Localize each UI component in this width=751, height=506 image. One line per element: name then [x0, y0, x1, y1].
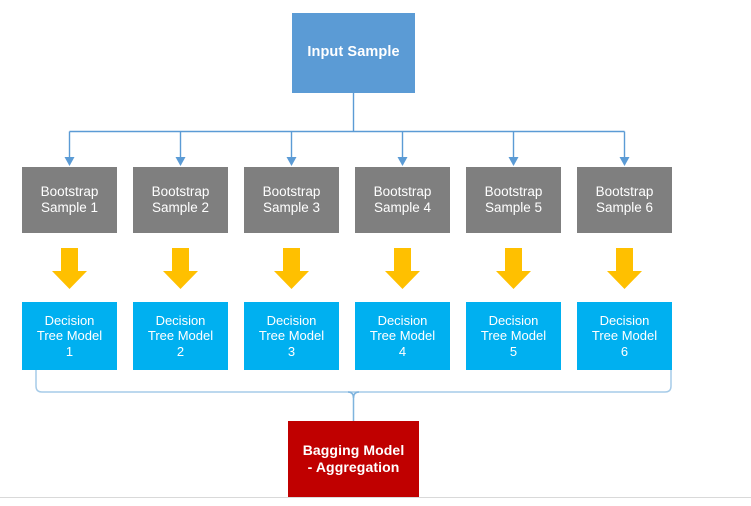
- arrow-down-icon-4: [385, 248, 420, 289]
- decision-tree-box-6: Decision Tree Model 6: [577, 302, 672, 370]
- arrow-down-icon-3: [274, 248, 309, 289]
- input-sample-label: Input Sample: [307, 44, 400, 61]
- decision-tree-label-line3: 3: [287, 343, 296, 359]
- drop-line-1: [64, 131, 75, 166]
- footer-divider: [0, 497, 751, 498]
- bootstrap-sample-label-line2: Sample 5: [484, 200, 543, 215]
- aggregation-bus-line: [35, 370, 672, 393]
- decision-tree-label-line2: Tree Model: [369, 328, 436, 344]
- bootstrap-sample-label-line2: Sample 6: [595, 200, 654, 215]
- decision-tree-label-line2: Tree Model: [591, 328, 658, 344]
- bootstrap-sample-label-line2: Sample 2: [151, 200, 210, 215]
- decision-tree-label-line1: Decision: [488, 313, 539, 328]
- decision-tree-box-5: Decision Tree Model 5: [466, 302, 561, 370]
- drop-line-4: [397, 131, 408, 166]
- decision-tree-label-line3: 5: [509, 343, 518, 359]
- decision-tree-box-4: Decision Tree Model 4: [355, 302, 450, 370]
- decision-tree-label-line1: Decision: [155, 313, 206, 328]
- decision-tree-box-1: Decision Tree Model 1: [22, 302, 117, 370]
- bootstrap-sample-box-5: Bootstrap Sample 5: [466, 167, 561, 233]
- aggregation-drop-right: [352, 391, 360, 399]
- bootstrap-sample-label-line1: Bootstrap: [40, 184, 99, 200]
- bootstrap-sample-label-line2: Sample 1: [40, 200, 99, 215]
- arrow-down-icon-1: [52, 248, 87, 289]
- drop-line-5: [508, 131, 519, 166]
- decision-tree-label-line1: Decision: [44, 313, 95, 328]
- decision-tree-label-line2: Tree Model: [147, 328, 214, 344]
- bootstrap-sample-label-line1: Bootstrap: [262, 184, 321, 200]
- decision-tree-box-3: Decision Tree Model 3: [244, 302, 339, 370]
- drop-line-6: [619, 131, 630, 166]
- decision-tree-label-line3: 6: [620, 343, 629, 359]
- bagging-model-label-line2: - Aggregation: [307, 459, 400, 475]
- input-sample-box: Input Sample: [292, 13, 415, 93]
- drop-line-2: [175, 131, 186, 166]
- arrow-down-icon-2: [163, 248, 198, 289]
- decision-tree-label-line2: Tree Model: [480, 328, 547, 344]
- decision-tree-label-line2: Tree Model: [36, 328, 103, 344]
- decision-tree-box-2: Decision Tree Model 2: [133, 302, 228, 370]
- arrow-down-icon-5: [496, 248, 531, 289]
- decision-tree-label-line1: Decision: [266, 313, 317, 328]
- bagging-model-label-line1: Bagging Model: [302, 442, 405, 459]
- drop-line-3: [286, 131, 297, 166]
- bootstrap-sample-label-line1: Bootstrap: [373, 184, 432, 200]
- decision-tree-label-line1: Decision: [377, 313, 428, 328]
- bootstrap-sample-box-1: Bootstrap Sample 1: [22, 167, 117, 233]
- bagging-model-box: Bagging Model - Aggregation: [288, 421, 419, 497]
- decision-tree-label-line3: 1: [65, 343, 74, 359]
- bootstrap-sample-label-line2: Sample 4: [373, 200, 432, 215]
- bootstrap-sample-box-2: Bootstrap Sample 2: [133, 167, 228, 233]
- bootstrap-sample-box-6: Bootstrap Sample 6: [577, 167, 672, 233]
- bootstrap-sample-box-4: Bootstrap Sample 4: [355, 167, 450, 233]
- decision-tree-label-line3: 2: [176, 343, 185, 359]
- bootstrap-sample-label-line1: Bootstrap: [484, 184, 543, 200]
- arrow-down-icon-6: [607, 248, 642, 289]
- bootstrap-sample-label-line2: Sample 3: [262, 200, 321, 215]
- decision-tree-label-line1: Decision: [599, 313, 650, 328]
- decision-tree-label-line3: 4: [398, 343, 407, 359]
- bootstrap-sample-box-3: Bootstrap Sample 3: [244, 167, 339, 233]
- decision-tree-label-line2: Tree Model: [258, 328, 325, 344]
- bootstrap-sample-label-line1: Bootstrap: [151, 184, 210, 200]
- bootstrap-sample-label-line1: Bootstrap: [595, 184, 654, 200]
- aggregation-drop-left: [347, 391, 355, 421]
